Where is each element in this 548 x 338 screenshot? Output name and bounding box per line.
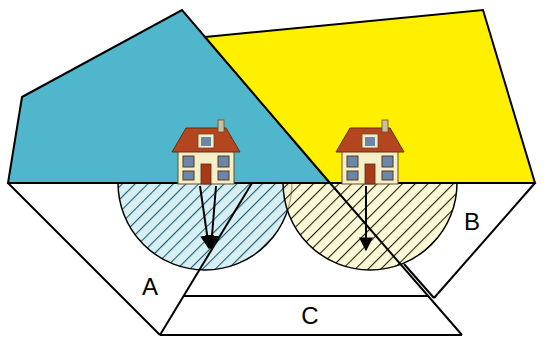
region-label: C <box>298 303 321 329</box>
region-label: B <box>461 209 483 235</box>
view-arrows <box>200 186 366 250</box>
region-label: A <box>139 274 161 300</box>
houses <box>172 120 404 184</box>
regions <box>8 10 535 335</box>
